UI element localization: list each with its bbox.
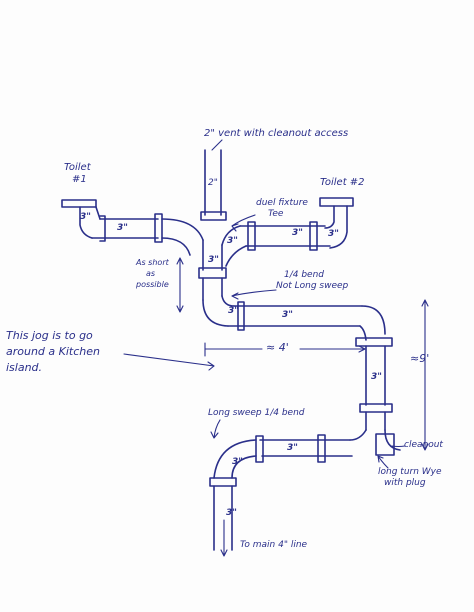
pipe-size-label: 3" [208, 255, 219, 265]
pipe-size-label: 3" [226, 508, 237, 518]
dual-tee-label-line2: Tee [268, 209, 284, 219]
jog-run [202, 295, 393, 347]
wye-label-line1: long turn Wye [378, 467, 442, 477]
toilet1-branch [61, 199, 204, 256]
pipe-size-label: 3" [371, 372, 382, 382]
pipe-size-label: 3" [228, 306, 239, 316]
dual-fixture-tee [198, 239, 227, 301]
jog-note-line2: around a Kitchen [6, 345, 100, 358]
toilet1-label-line1: Toilet [64, 162, 91, 173]
pipe-size-label: 3" [232, 457, 243, 467]
vertical-drop [359, 345, 393, 431]
main-line-label: To main 4" line [240, 540, 308, 550]
pipe-size-label: 3" [282, 310, 293, 320]
jog-note-line3: island. [6, 361, 43, 374]
pipe-size-label: 3" [287, 443, 298, 453]
pipe-size-label: 3" [117, 223, 128, 233]
vent-pipe [200, 149, 227, 221]
annotation-arrows [123, 139, 429, 557]
bend-label-line1: 1/4 bend [284, 270, 325, 280]
wye-and-lower-run [209, 429, 401, 551]
as-short-label-line2: as [146, 269, 156, 278]
dimension-9ft: ≈9' [410, 352, 430, 365]
as-short-label-line1: As short [136, 258, 169, 267]
jog-note-line1: This jog is to go [6, 329, 93, 342]
vent-label: 2" vent with cleanout access [204, 128, 349, 139]
pipe-size-label: 3" [80, 212, 91, 222]
dimension-4ft: ≈ 4' [266, 341, 289, 354]
bend-label-line2: Not Long sweep [276, 281, 349, 291]
long-sweep-label: Long sweep 1/4 bend [208, 408, 305, 418]
cleanout-label: cleanout [404, 440, 443, 450]
as-short-label-line3: possible [136, 280, 169, 289]
pipe-size-label: 3" [227, 236, 238, 246]
pipe-size-label: 3" [292, 228, 303, 238]
dual-tee-label-line1: duel fixture [256, 198, 308, 208]
vent-size-label: 2" [208, 178, 218, 188]
wye-label-line2: with plug [384, 478, 426, 488]
toilet2-label: Toilet #2 [320, 177, 365, 188]
toilet1-label-line2: #1 [72, 174, 87, 185]
pipe-size-label: 3" [328, 229, 339, 239]
toilet2-branch [221, 197, 354, 267]
